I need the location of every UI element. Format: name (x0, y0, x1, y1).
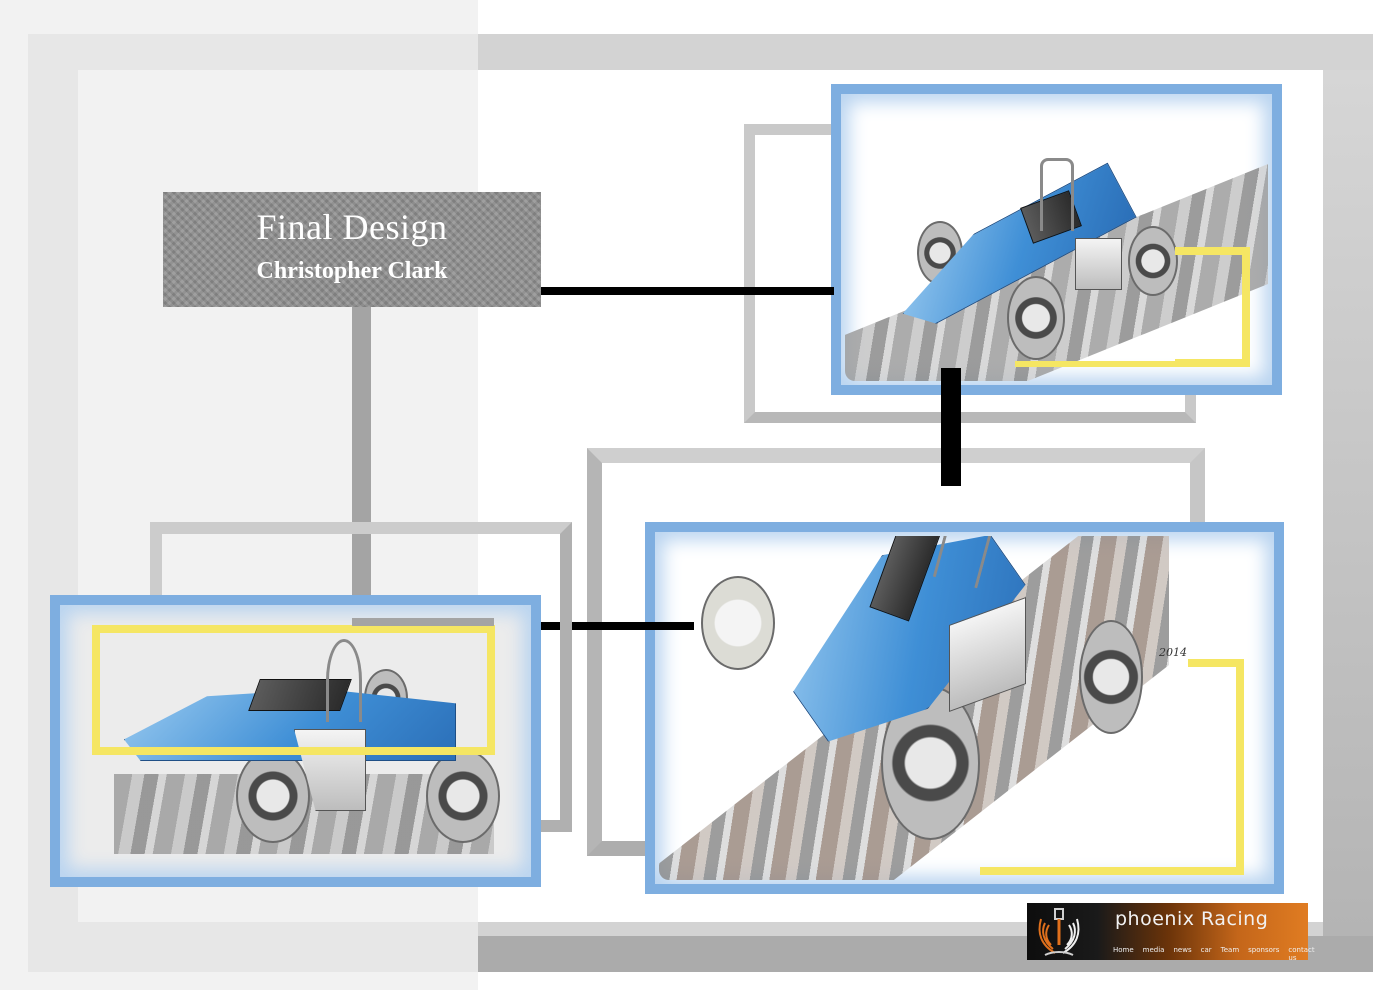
phoenix-logo-icon (1038, 908, 1080, 956)
picture-frame-top-right[interactable] (831, 84, 1282, 395)
yellow-accent-top-right-bottom (1015, 361, 1250, 367)
connector-bottom-left-to-bottom-right (494, 622, 694, 630)
connector-top-right-to-bottom-right (941, 368, 961, 486)
yellow-accent-bottom-left (92, 625, 495, 755)
title-box: Final Design Christopher Clark (163, 192, 541, 307)
picture-frame-bottom-left[interactable] (50, 595, 541, 887)
artist-signature: 2014 (1159, 646, 1187, 659)
nav-media[interactable]: media (1142, 946, 1165, 954)
car-sketch-rear-view: 2014 (659, 536, 1270, 880)
page-title: Final Design (256, 207, 448, 247)
connector-gray-horizontal (352, 618, 494, 626)
car-sketch-front-view (845, 98, 1268, 381)
picture-frame-bottom-right[interactable]: 2014 (645, 522, 1284, 894)
banner-nav: Home media news car Team sponsors contac… (1113, 946, 1315, 962)
nav-sponsors[interactable]: sponsors (1248, 946, 1280, 954)
connector-title-to-top-right (476, 287, 834, 295)
yellow-accent-bottom-right-bottom (980, 867, 1244, 875)
nav-news[interactable]: news (1173, 946, 1192, 954)
nav-contact-us[interactable]: contact us (1288, 946, 1315, 962)
nav-home[interactable]: Home (1113, 946, 1134, 954)
nav-team[interactable]: Team (1220, 946, 1240, 954)
nav-car[interactable]: car (1200, 946, 1212, 954)
author-name: Christopher Clark (256, 258, 448, 284)
yellow-accent-top-right (1175, 247, 1250, 367)
banner-title: phoenix Racing (1115, 908, 1269, 930)
yellow-accent-bottom-right (1188, 659, 1244, 875)
phoenix-racing-banner[interactable]: phoenix Racing Home media news car Team … (1027, 903, 1315, 962)
outer-frame-right-shade (1323, 70, 1373, 936)
